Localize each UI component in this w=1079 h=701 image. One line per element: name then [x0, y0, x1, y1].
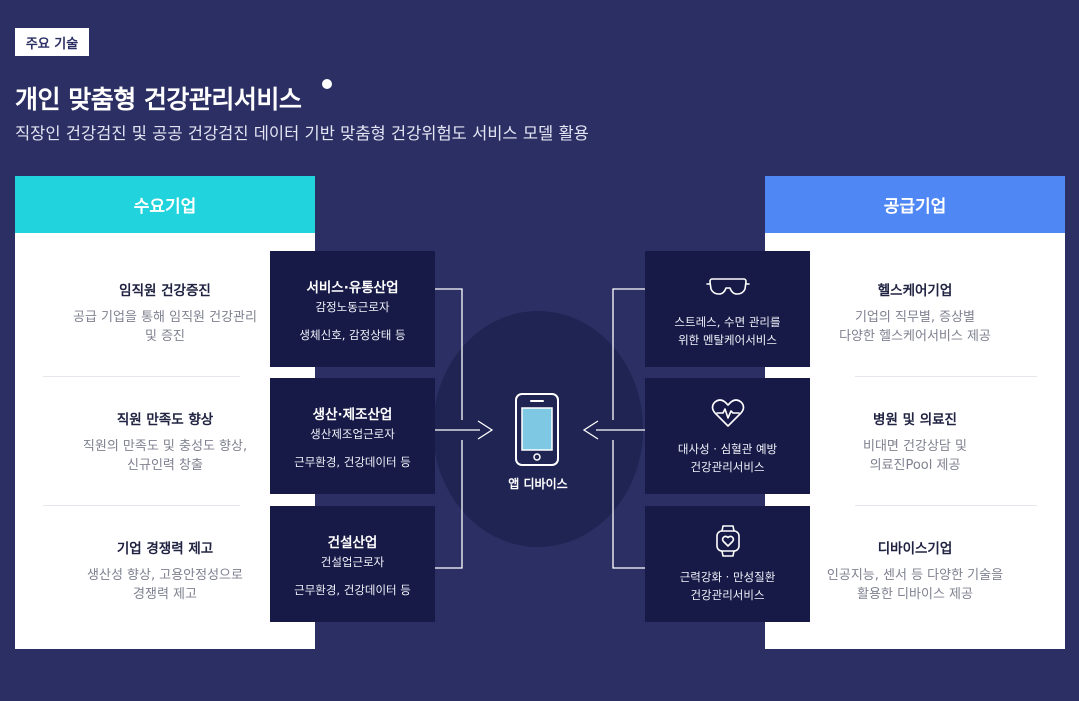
smartwatch-icon [706, 524, 750, 558]
service-line: 위한 멘탈케어서비스 [678, 333, 777, 347]
industry-box-service: 서비스·유통산업 감정노동근로자 생체신호, 감정상태 등 [270, 251, 435, 367]
supply-item-3: 디바이스기업 인공지능, 센서 등 다양한 기술을 활용한 디바이스 제공 [765, 537, 1065, 604]
supply-item-desc: 기업의 직무별, 증상별 [854, 310, 976, 325]
supply-item-desc: 비대면 건강상담 및 [863, 439, 967, 454]
service-line: 스트레스, 수면 관리를 [674, 315, 781, 329]
supply-item-2: 병원 및 의료진 비대면 건강상담 및 의료진Pool 제공 [765, 408, 1065, 475]
supply-item-title: 병원 및 의료진 [873, 412, 957, 428]
title-dot [322, 79, 332, 89]
vr-headset-icon [705, 269, 750, 303]
industry-workers: 감정노동근로자 [315, 299, 390, 314]
supply-item-title: 디바이스기업 [877, 541, 953, 557]
service-box-muscle: 근력강화 · 만성질환 건강관리서비스 [645, 506, 810, 622]
demand-item-title: 임직원 건강증진 [119, 283, 211, 299]
demand-item-desc: 직원의 만족도 및 충성도 향상, [82, 439, 248, 454]
page-subtitle: 직장인 건강검진 및 공공 건강검진 데이터 기반 맞춤형 건강위험도 서비스 … [15, 124, 589, 143]
service-line: 건강관리서비스 [690, 460, 765, 474]
industry-data: 생체신호, 감정상태 등 [299, 327, 406, 342]
industry-title: 서비스·유통산업 [306, 279, 399, 296]
divider [43, 376, 240, 377]
service-line: 대사성 · 심혈관 예방 [677, 442, 778, 456]
supply-item-title: 헬스케어기업 [877, 283, 953, 299]
industry-title: 생산·제조산업 [312, 406, 393, 423]
supply-item-desc: 의료진Pool 제공 [869, 458, 961, 473]
supply-item-1: 헬스케어기업 기업의 직무별, 증상별 다양한 헬스케어서비스 제공 [765, 279, 1065, 346]
demand-item-desc: 공급 기업을 통해 임직원 건강관리 [73, 310, 257, 325]
page-title: 개인 맞춤형 건강관리서비스 [15, 85, 302, 114]
divider [855, 376, 1037, 377]
demand-item-title: 직원 만족도 향상 [116, 412, 214, 428]
center-circle [433, 311, 643, 547]
demand-item-3: 기업 경쟁력 제고 생산성 향상, 고용안정성으로 경쟁력 제고 [15, 537, 315, 604]
demand-panel: 수요기업 임직원 건강증진 공급 기업을 통해 임직원 건강관리 및 증진 직원… [15, 176, 315, 649]
industry-data: 근무환경, 건강데이터 등 [294, 582, 411, 597]
supply-item-desc: 다양한 헬스케어서비스 제공 [839, 329, 991, 344]
industry-box-manufacturing: 생산·제조산업 생산제조업근로자 근무환경, 건강데이터 등 [270, 378, 435, 494]
supply-item-desc: 인공지능, 센서 등 다양한 기술을 [826, 568, 1004, 583]
service-line: 건강관리서비스 [690, 588, 765, 602]
demand-header: 수요기업 [15, 176, 315, 233]
demand-item-2: 직원 만족도 향상 직원의 만족도 및 충성도 향상, 신규인력 창출 [15, 408, 315, 475]
supply-header: 공급기업 [765, 176, 1065, 233]
industry-data: 근무환경, 건강데이터 등 [294, 454, 411, 469]
supply-item-desc: 활용한 디바이스 제공 [857, 587, 973, 602]
service-box-cardio: 대사성 · 심혈관 예방 건강관리서비스 [645, 378, 810, 494]
service-box-mental: 스트레스, 수면 관리를 위한 멘탈케어서비스 [645, 251, 810, 367]
industry-title: 건설산업 [327, 534, 378, 551]
demand-item-1: 임직원 건강증진 공급 기업을 통해 임직원 건강관리 및 증진 [15, 279, 315, 346]
service-line: 근력강화 · 만성질환 [679, 570, 776, 584]
industry-workers: 건설업근로자 [320, 554, 385, 569]
divider [855, 505, 1037, 506]
device-label: 앱 디바이스 [508, 477, 568, 491]
demand-item-desc: 생산성 향상, 고용안정성으로 [87, 568, 243, 583]
demand-item-desc: 경쟁력 제고 [133, 587, 197, 602]
demand-item-title: 기업 경쟁력 제고 [116, 541, 214, 557]
industry-box-construction: 건설산업 건설업근로자 근무환경, 건강데이터 등 [270, 506, 435, 622]
divider [43, 505, 240, 506]
industry-workers: 생산제조업근로자 [310, 426, 395, 441]
heartbeat-icon [706, 396, 750, 430]
demand-item-desc: 신규인력 창출 [127, 458, 203, 473]
demand-item-desc: 및 증진 [144, 329, 185, 344]
tag-label: 주요 기술 [15, 28, 89, 56]
supply-panel: 공급기업 헬스케어기업 기업의 직무별, 증상별 다양한 헬스케어서비스 제공 … [765, 176, 1065, 649]
